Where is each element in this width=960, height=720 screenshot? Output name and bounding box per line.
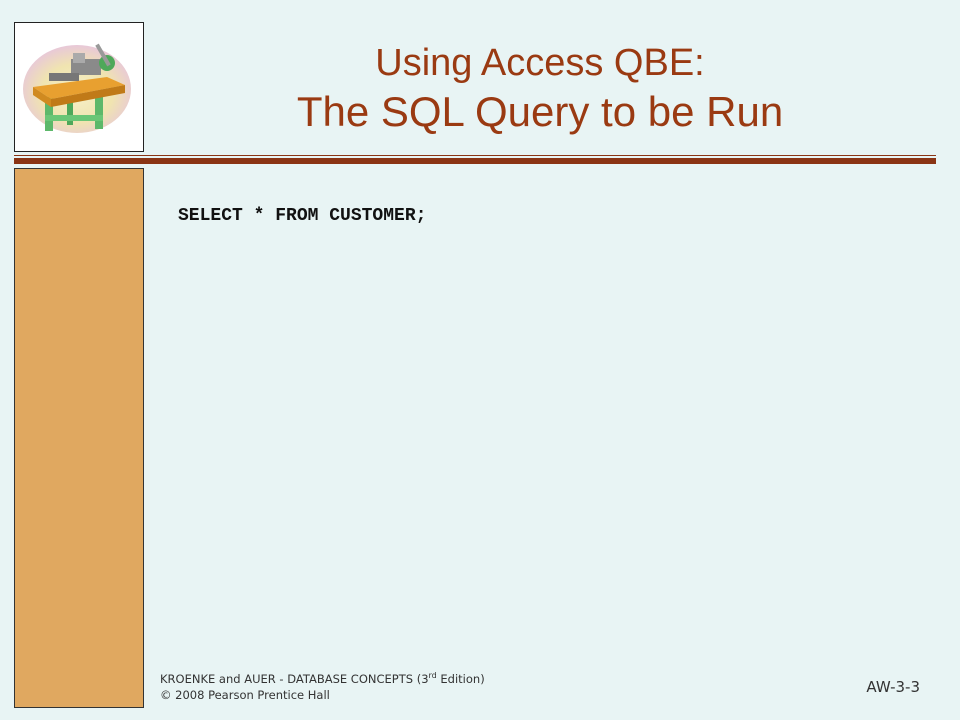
title-rule-thick [14, 158, 936, 164]
title-rule-thin [14, 155, 936, 156]
footer-line-1: KROENKE and AUER - DATABASE CONCEPTS (3r… [160, 668, 485, 687]
slide-number: AW-3-3 [866, 678, 920, 696]
left-sidebar-panel [14, 168, 144, 708]
title-line-2: The SQL Query to be Run [296, 88, 784, 135]
footer-copyright: © 2008 Pearson Prentice Hall [160, 687, 330, 702]
footer-edition: Edition) [436, 671, 485, 686]
title-line-1: Using Access QBE: [375, 42, 705, 84]
slide-title: Using Access QBE: The SQL Query to be Ru… [150, 40, 930, 138]
footer-edition-sup: rd [428, 671, 437, 680]
workbench-logo [14, 22, 144, 152]
workbench-vise-icon [23, 43, 131, 133]
sql-statement: SELECT * FROM CUSTOMER; [178, 206, 427, 226]
footer-credits: KROENKE and AUER - DATABASE CONCEPTS (3r… [160, 668, 485, 703]
footer-book-title: KROENKE and AUER - DATABASE CONCEPTS (3 [160, 671, 429, 686]
